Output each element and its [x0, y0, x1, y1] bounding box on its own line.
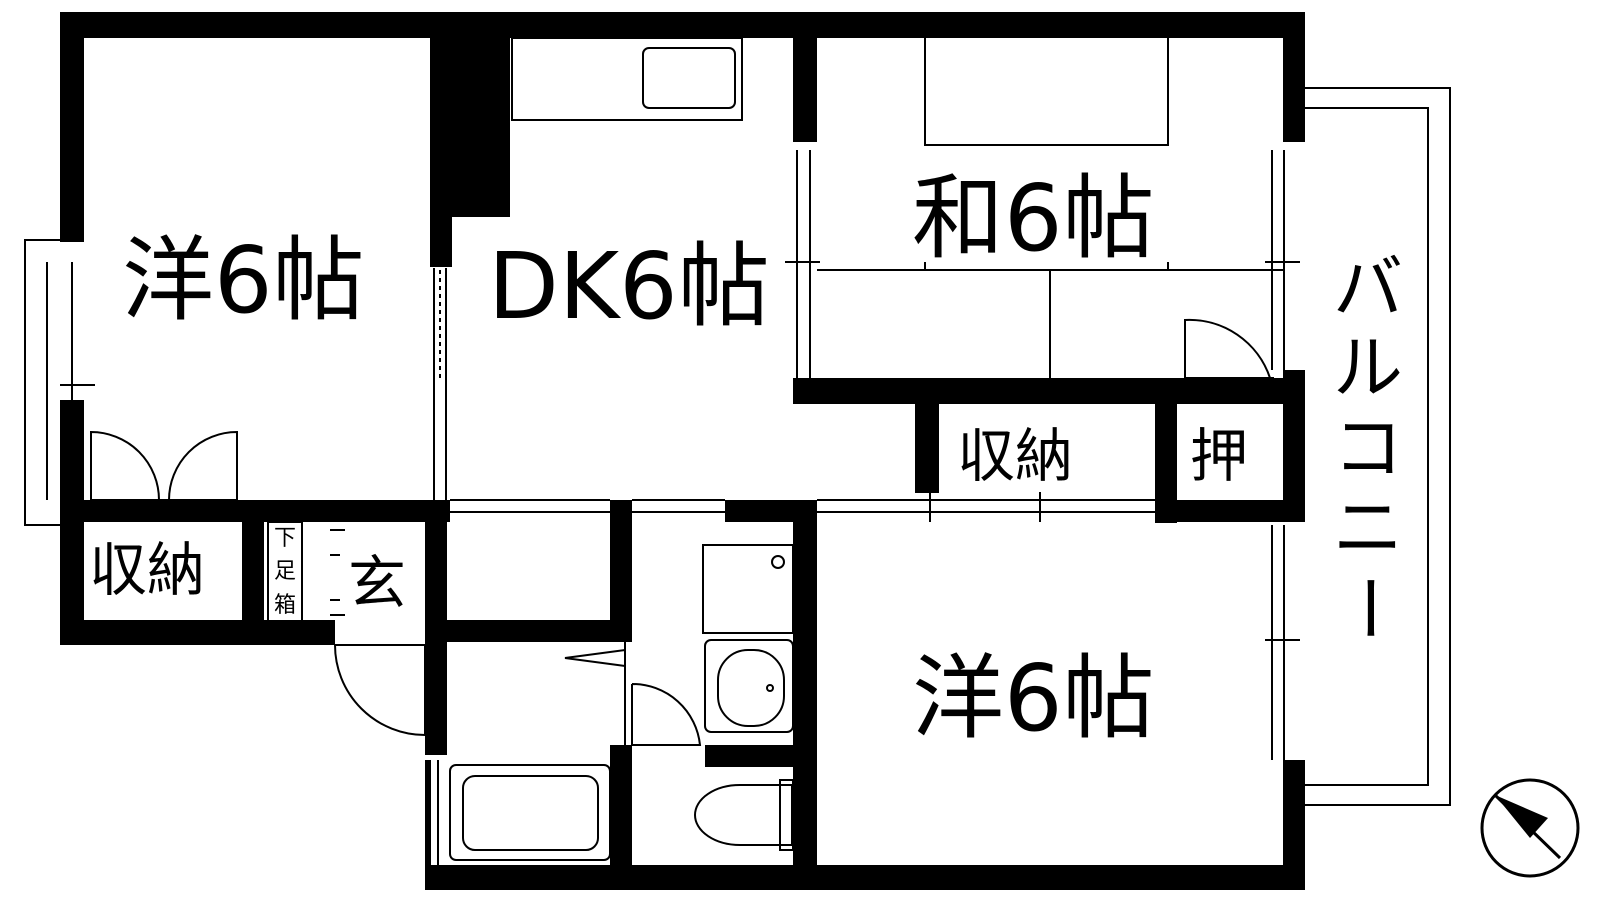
- balcony-label-3: コ: [1333, 407, 1403, 489]
- west-room-label: 洋6帖: [122, 227, 365, 334]
- storage-left-label: 収納: [89, 536, 205, 604]
- balcony-label-2: ル: [1333, 327, 1403, 409]
- shoe-box-label-3: 箱: [274, 593, 296, 618]
- north-arrow-icon: [1480, 778, 1580, 878]
- oshiire-label: 押: [1190, 422, 1248, 490]
- shoe-box-label-1: 下: [274, 526, 296, 551]
- room-labels: 洋6帖 DK6帖 和6帖 洋6帖 収納 収納 押 玄 下 足 箱 バ ル コ ニ…: [89, 165, 1409, 752]
- dk-label: DK6帖: [488, 233, 770, 340]
- shoe-box-label-2: 足: [274, 559, 296, 584]
- walls: [60, 12, 1305, 890]
- south-room-label: 洋6帖: [912, 645, 1155, 752]
- thin-lines: [24, 37, 1451, 865]
- balcony-label-4: ニ: [1333, 487, 1403, 569]
- balcony-label-1: バ: [1333, 247, 1403, 329]
- balcony-label-5: ー: [1327, 573, 1409, 643]
- entrance-label: 玄: [348, 549, 406, 617]
- storage-mid-label: 収納: [957, 422, 1073, 490]
- japanese-room-label: 和6帖: [912, 165, 1155, 272]
